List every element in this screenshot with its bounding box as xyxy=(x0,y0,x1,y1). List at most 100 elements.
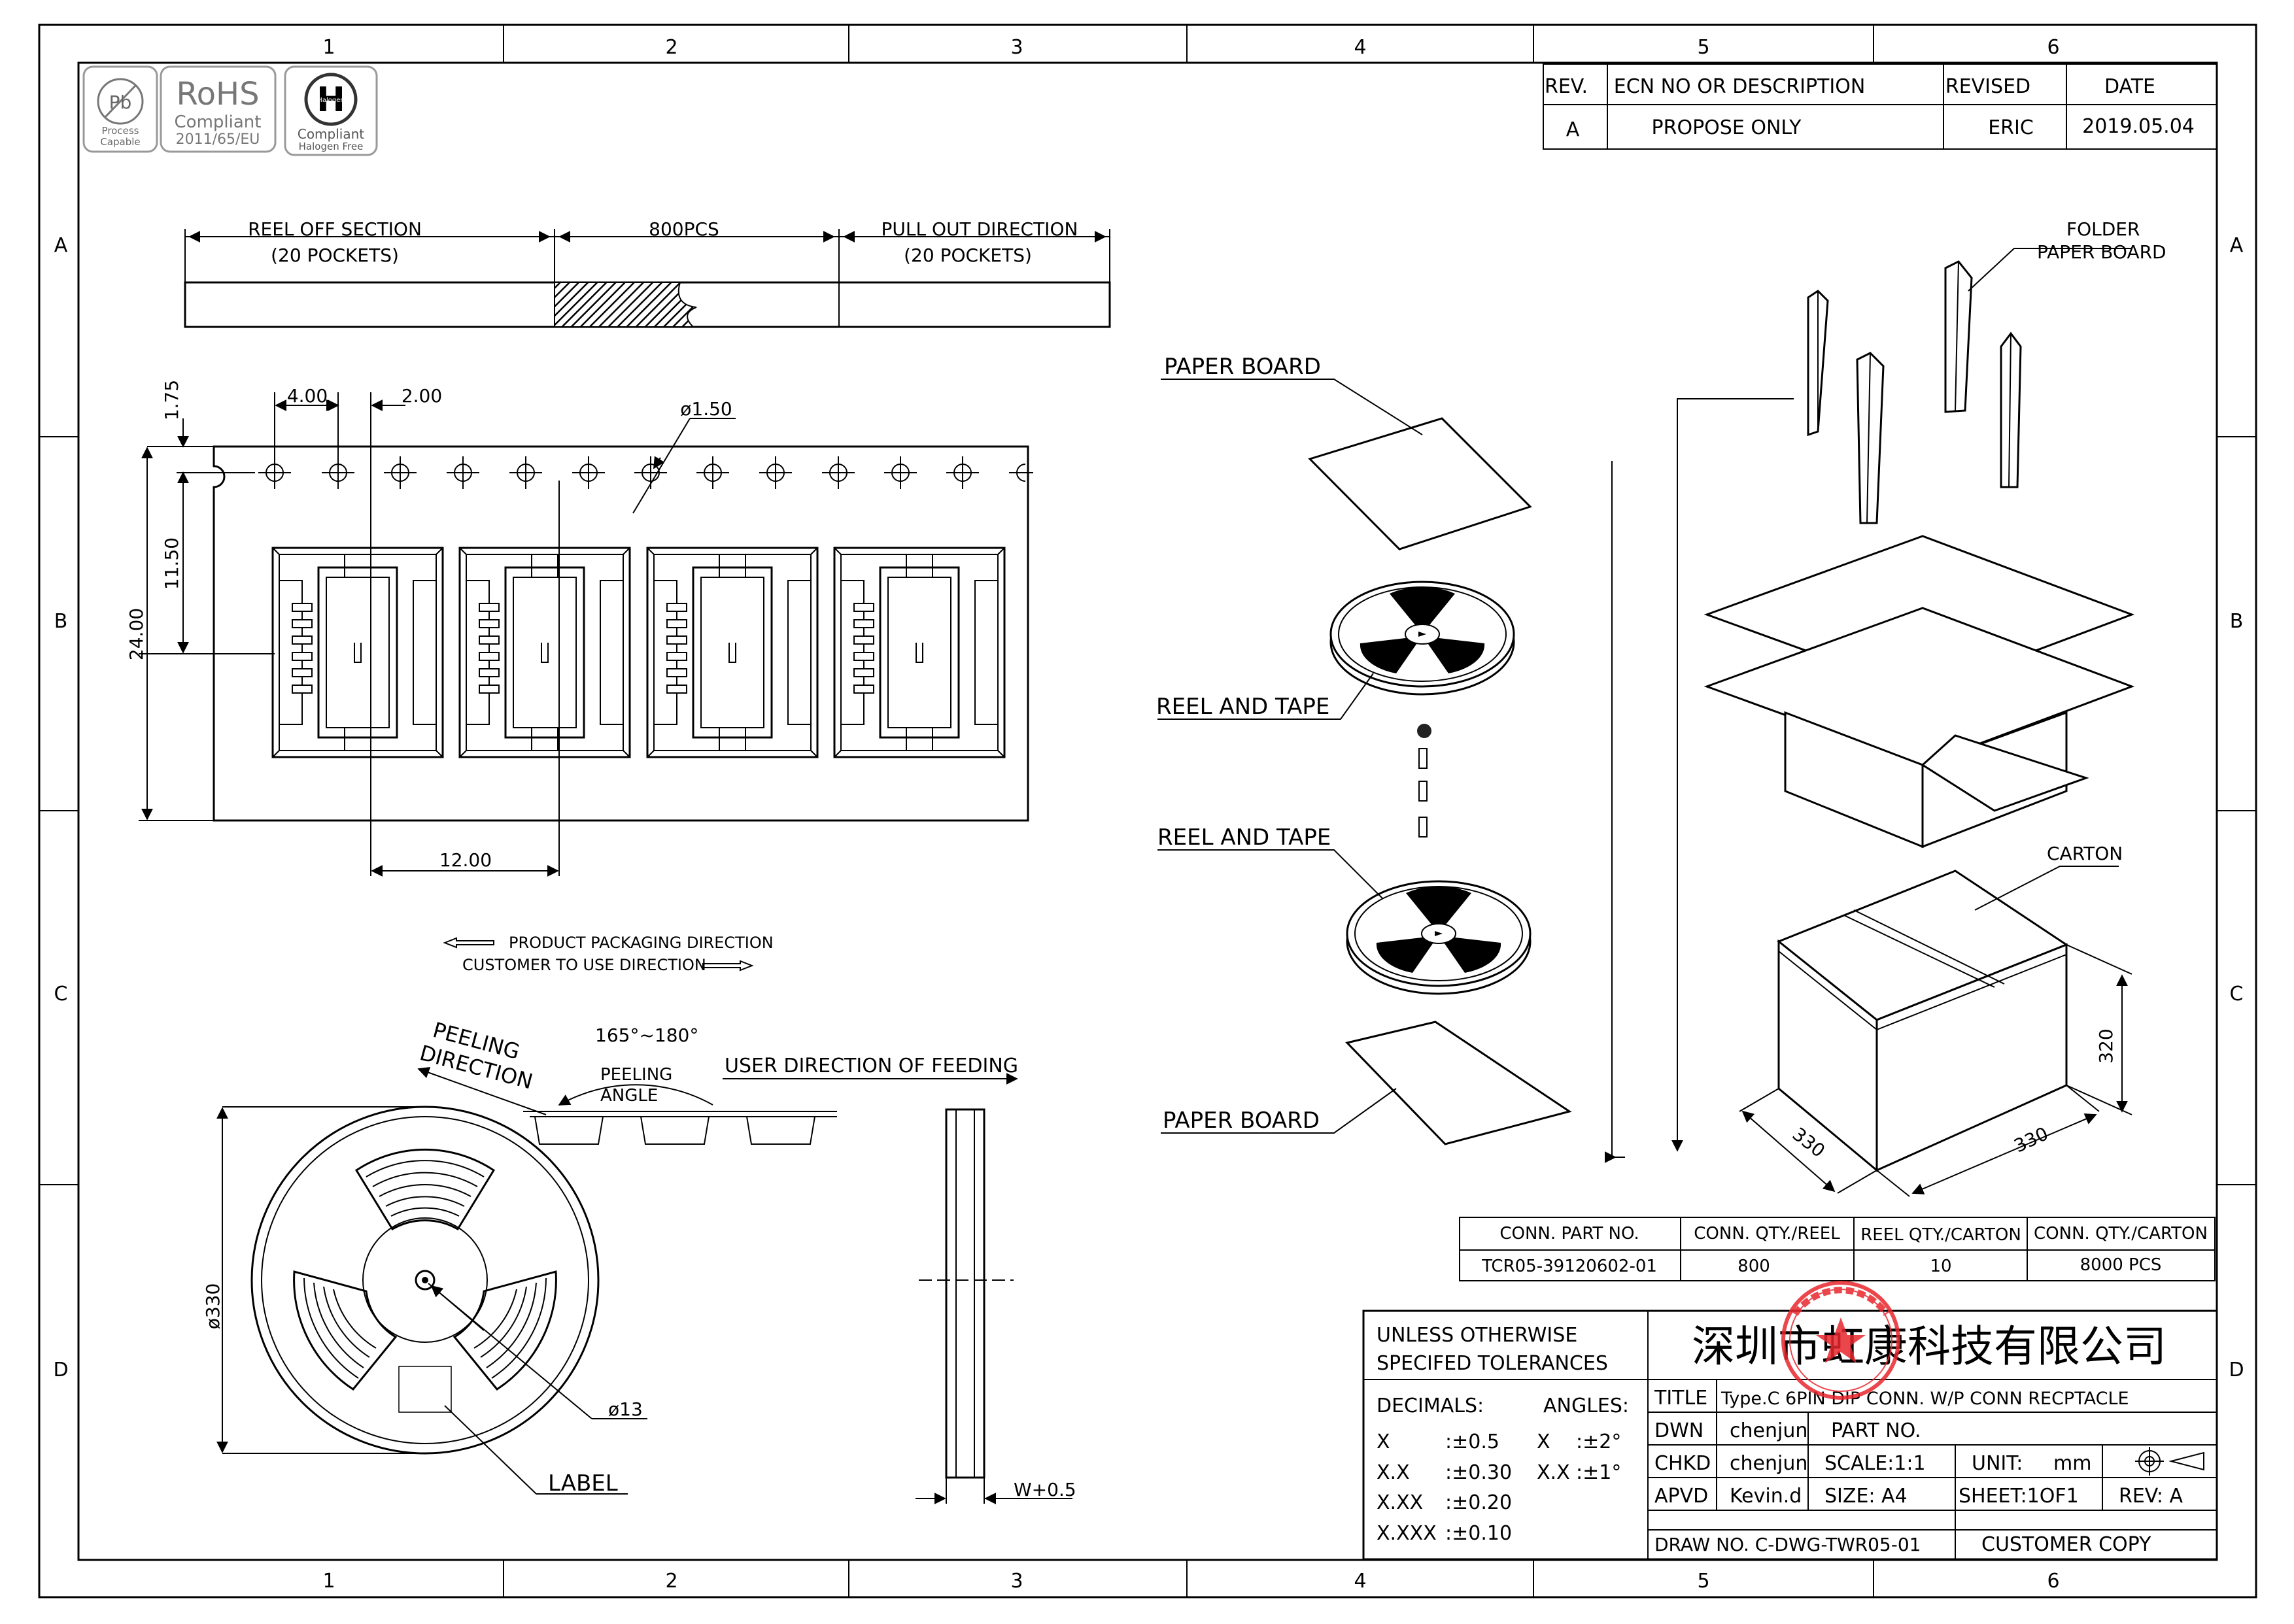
carton-label: CARTON xyxy=(2047,843,2123,864)
rev-header-rev: REV. xyxy=(1545,75,1588,98)
reel-iso-1 xyxy=(1329,581,1515,696)
qty-header-per-reel: CONN. QTY./REEL xyxy=(1694,1224,1840,1243)
reel-front-view: ø330 ø13 LABEL xyxy=(202,1106,647,1497)
rev-date: 2019.05.04 xyxy=(2082,115,2195,138)
decimals-label: DECIMALS: xyxy=(1377,1395,1484,1417)
carrier-tape-view: 1.75 4.00 2.00 ø1.50 11.50 24.00 12.00 xyxy=(126,380,1033,877)
dim-2-00: 2.00 xyxy=(402,385,442,407)
company-name: 深圳市虹康科技有限公司 xyxy=(1692,1321,2166,1372)
rev-header-desc: ECN NO OR DESCRIPTION xyxy=(1614,75,1866,98)
zone-row-b-left: B xyxy=(54,610,68,633)
part-no-label: PART NO. xyxy=(1831,1419,1921,1442)
zone-row-d-right: D xyxy=(2229,1359,2244,1381)
title-label: TITLE xyxy=(1654,1387,1707,1410)
hub-diameter: ø13 xyxy=(608,1398,643,1420)
qty-part-no: TCR05-39120602-01 xyxy=(1481,1257,1657,1276)
qty-header-part-no: CONN. PART NO. xyxy=(1499,1224,1639,1243)
pocket-connector-1 xyxy=(271,547,444,758)
zone-col-1-bottom: 1 xyxy=(322,1570,335,1593)
dwn-label: DWN xyxy=(1654,1419,1703,1442)
feeding-direction: USER DIRECTION OF FEEDING xyxy=(725,1055,1018,1077)
zone-col-2-top: 2 xyxy=(665,36,677,59)
qty-per-reel: 800 xyxy=(1738,1257,1770,1276)
folder-label-line-1: FOLDER xyxy=(2066,218,2140,240)
pb-line-1: Process xyxy=(102,125,139,137)
rohs-logo: RoHS Compliant 2011/65/EU xyxy=(160,65,277,153)
paper-board-bottom-label: PAPER BOARD xyxy=(1163,1108,1320,1134)
halogen-line-2: Halogen Free xyxy=(299,141,364,152)
product-packaging-direction: PRODUCT PACKAGING DIRECTION xyxy=(509,934,774,952)
tol-xxxx-value: :±0.10 xyxy=(1445,1522,1512,1545)
tape-pcs-label: 800PCS xyxy=(649,218,719,240)
pocket-connector-4 xyxy=(833,547,1006,758)
zone-row-c-left: C xyxy=(54,983,68,1006)
rohs-title: RoHS xyxy=(176,76,259,112)
title-block: UNLESS OTHERWISE SPECIFED TOLERANCES 深圳市… xyxy=(1362,1310,2218,1561)
qty-header-per-carton: CONN. QTY./CARTON xyxy=(2034,1224,2208,1243)
peeling-angle-line-2: ANGLE xyxy=(600,1086,658,1106)
tol-angle-x-key: X xyxy=(1537,1430,1550,1453)
paper-board-top-label: PAPER BOARD xyxy=(1164,354,1321,380)
reel-side-view: W+0.5 xyxy=(916,1108,1076,1504)
halogen-ring-text: Halogen xyxy=(317,97,344,104)
paper-board-top xyxy=(1308,417,1532,550)
reel-iso-2 xyxy=(1346,880,1532,995)
carton-height: 320 xyxy=(2095,1028,2117,1063)
tol-xxx-key: X.XX xyxy=(1377,1491,1423,1514)
rev-header-date: DATE xyxy=(2104,75,2155,98)
rev-revised-by: ERIC xyxy=(1988,116,2034,139)
dim-11-50: 11.50 xyxy=(161,537,182,590)
rohs-line-1: Compliant xyxy=(175,112,262,132)
zone-row-b-right: B xyxy=(2230,610,2244,633)
packaging-direction-notes: PRODUCT PACKAGING DIRECTION CUSTOMER TO … xyxy=(443,934,774,974)
reel-off-section-pockets: (20 POCKETS) xyxy=(271,245,399,266)
angles-label: ANGLES: xyxy=(1543,1395,1629,1417)
carton-width: 330 xyxy=(2011,1123,2051,1157)
apvd-value: Kevin.d xyxy=(1730,1485,1802,1508)
chkd-value: chenjun xyxy=(1730,1452,1807,1475)
pocket-connector-3 xyxy=(646,547,819,758)
reel-and-tape-label-1: REEL AND TAPE xyxy=(1156,694,1329,720)
tol-angle-xx-key: X.X xyxy=(1537,1461,1570,1484)
quantity-table: CONN. PART NO. CONN. QTY./REEL REEL QTY.… xyxy=(1459,1217,2216,1281)
reel-width: W+0.5 xyxy=(1014,1479,1076,1500)
qty-header-reels-per-carton: REEL QTY./CARTON xyxy=(1860,1225,2021,1245)
zone-col-2-bottom: 2 xyxy=(665,1570,677,1593)
paper-board-bottom xyxy=(1345,1021,1572,1145)
dim-1-75: 1.75 xyxy=(161,380,182,420)
peeling-angle-line-1: PEELING xyxy=(600,1065,672,1085)
qty-reels-per-carton: 10 xyxy=(1930,1257,1951,1276)
folder-label-line-2: PAPER BOARD xyxy=(2037,241,2166,263)
customer-copy: CUSTOMER COPY xyxy=(1981,1533,2151,1556)
rev-description: PROPOSE ONLY xyxy=(1652,116,1802,139)
title-value: Type.C 6PIN DIP CONN. W/P CONN RECPTACLE xyxy=(1720,1389,2129,1409)
tape-section-strip: REEL OFF SECTION (20 POCKETS) 800PCS PUL… xyxy=(184,218,1111,328)
zone-col-5-top: 5 xyxy=(1697,36,1709,59)
pocket-connector-2 xyxy=(458,547,631,758)
apvd-label: APVD xyxy=(1654,1485,1708,1508)
rev-header-revised: REVISED xyxy=(1945,75,2030,98)
qty-per-carton: 8000 PCS xyxy=(2080,1255,2162,1275)
zone-col-4-bottom: 4 xyxy=(1354,1570,1366,1593)
halogen-line-1: Compliant xyxy=(298,126,364,142)
halogen-free-logo: H Halogen Compliant Halogen Free xyxy=(284,65,378,156)
pb-free-logo: Pb Process Capable xyxy=(82,65,158,153)
tol-angle-xx-value: :±1° xyxy=(1576,1461,1621,1484)
scale-value: SCALE:1:1 xyxy=(1824,1452,1926,1475)
zone-col-1-top: 1 xyxy=(322,36,335,59)
sheet-value: SHEET:1OF1 xyxy=(1959,1485,2079,1508)
tol-angle-x-value: :±2° xyxy=(1576,1430,1621,1453)
customer-use-direction: CUSTOMER TO USE DIRECTION xyxy=(462,956,706,974)
pb-symbol: Pb xyxy=(109,92,132,113)
open-box xyxy=(1703,535,2135,849)
revision-block: REV. ECN NO OR DESCRIPTION REVISED DATE … xyxy=(1543,63,2217,150)
dim-sprocket-hole: ø1.50 xyxy=(680,398,732,420)
peeling-angle-value: 165°~180° xyxy=(595,1024,698,1046)
reel-label-area xyxy=(398,1366,452,1413)
reel-and-tape-label-2: REEL AND TAPE xyxy=(1157,824,1331,851)
dim-24-00: 24.00 xyxy=(126,608,147,660)
reel-off-section-title: REEL OFF SECTION xyxy=(248,218,422,240)
zone-row-c-right: C xyxy=(2230,983,2244,1006)
tol-xx-key: X.X xyxy=(1377,1461,1410,1484)
